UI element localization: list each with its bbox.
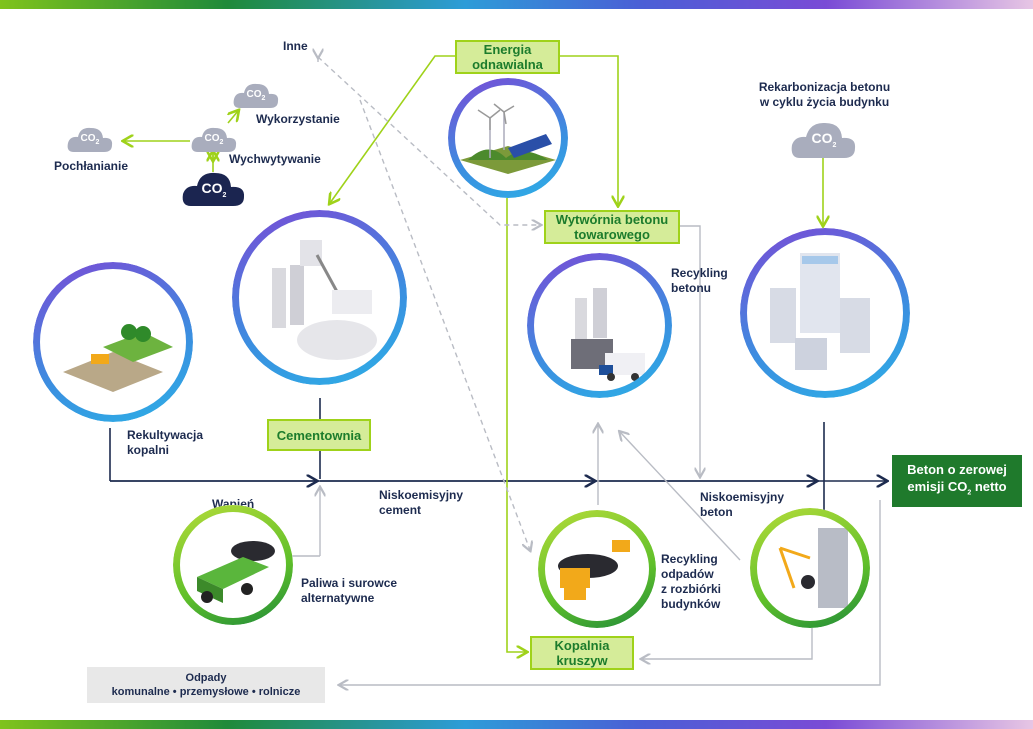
label-rekultywacja: Rekultywacja kopalni	[127, 428, 204, 457]
box-kopalnia-kruszyw: Kopalnia kruszyw	[530, 636, 634, 670]
co2-cloud-utilization: CO2	[232, 80, 280, 110]
final-line-2: emisji CO2 netto	[907, 478, 1007, 497]
circle-recykling-odpadow	[538, 510, 656, 628]
label-niskoemisyjny-cement: Niskoemisyjny cement	[379, 488, 464, 517]
box-wytwornia-betonu: Wytwórnia betonu towarowego	[544, 210, 680, 244]
co2-cloud-source: CO2	[181, 168, 247, 208]
box-odpady: Odpady komunalne • przemysłowe • rolnicz…	[87, 667, 325, 703]
circle-rozbiorka	[750, 508, 870, 628]
circle-rekultywacja	[33, 262, 193, 422]
label-niskoemisyjny-beton: Niskoemisyjny beton	[700, 490, 785, 519]
label-rekarbonizacja: Rekarbonizacja betonu w cyklu życia budy…	[758, 80, 891, 109]
co2-cloud-absorption: CO2	[66, 124, 114, 154]
top-gradient-band	[0, 0, 1033, 9]
label-inne: Inne	[283, 39, 308, 53]
label-recykling-betonu: Recykling betonu	[671, 266, 728, 295]
bottom-gradient-band	[0, 720, 1033, 729]
label-wychwytywanie: Wychwytywanie	[229, 152, 321, 166]
odpady-types: komunalne • przemysłowe • rolnicze	[111, 686, 301, 698]
box-energia-odnawialna: Energia odnawialna	[455, 40, 560, 74]
box-cementownia: Cementownia	[267, 419, 371, 451]
odpady-title: Odpady	[185, 672, 227, 684]
circle-paliwa	[173, 505, 293, 625]
label-wykorzystanie: Wykorzystanie	[256, 112, 340, 126]
co2-cloud-recarbonation: CO2	[790, 118, 858, 160]
circle-cementownia	[232, 210, 407, 385]
co2-cloud-capture: CO2	[190, 124, 238, 154]
box-beton-zero-emisji: Beton o zerowej emisji CO2 netto	[892, 455, 1022, 507]
final-line-1: Beton o zerowej	[907, 461, 1007, 477]
circle-budynki	[740, 228, 910, 398]
circle-energia-odnawialna	[448, 78, 568, 198]
label-paliwa: Paliwa i surowce alternatywne	[301, 576, 398, 605]
label-pochlanianie: Pochłanianie	[54, 159, 129, 173]
circle-wytwornia-betonu	[527, 253, 672, 398]
label-recykling-odpadow: Recykling odpadów z rozbiórki budynków	[661, 552, 722, 611]
